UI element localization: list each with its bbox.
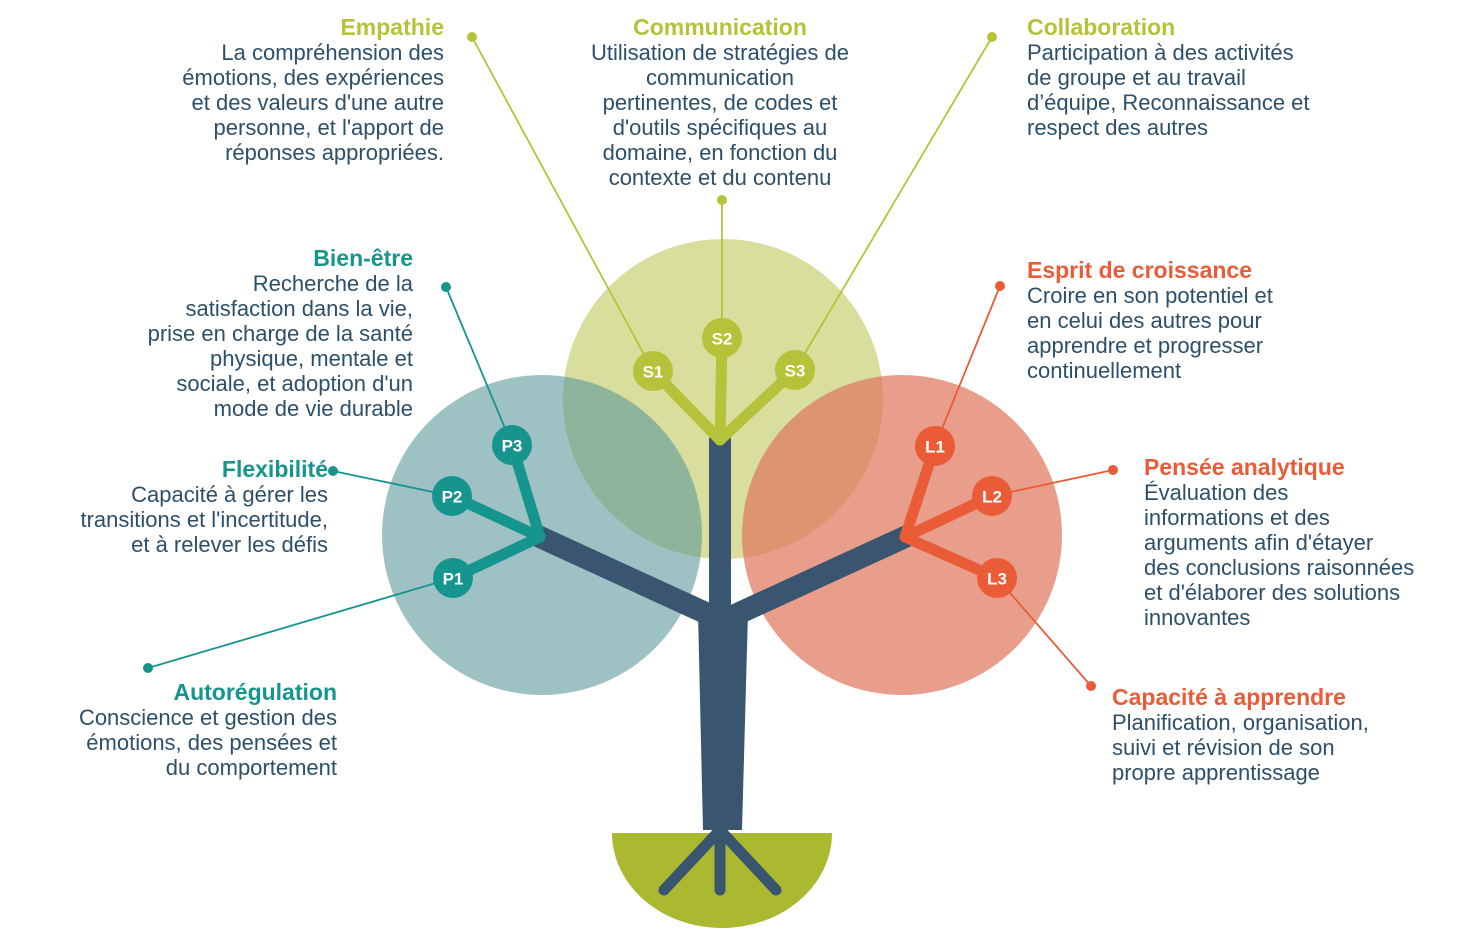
autoregulation-description: Conscience et gestion des émotions, des …: [7, 705, 337, 780]
svg-text:L1: L1: [925, 438, 945, 457]
pensee-line: Évaluation des: [1144, 480, 1289, 505]
flexibilite-line: transitions et l'incertitude,: [80, 507, 328, 532]
empathie-line: réponses appropriées.: [225, 140, 444, 165]
capacite-label: Capacité à apprendre Planification, orga…: [1112, 684, 1452, 785]
collaboration-line: respect des autres: [1027, 115, 1208, 140]
flexibilite-description: Capacité à gérer les transitions et l'in…: [0, 482, 328, 557]
collaboration-title: Collaboration: [1027, 14, 1176, 40]
autoregulation-label: Autorégulation Conscience et gestion des…: [7, 679, 337, 780]
node-p1: P1: [433, 558, 473, 598]
node-p3: P3: [492, 425, 532, 465]
esprit-line: Croire en son potentiel et: [1027, 283, 1273, 308]
empathie-line: émotions, des expériences: [182, 65, 444, 90]
esprit-description: Croire en son potentiel et en celui des …: [1027, 283, 1367, 383]
svg-text:S1: S1: [643, 363, 664, 382]
flexibilite-line: Capacité à gérer les: [131, 482, 328, 507]
collaboration-line: de groupe et au travail: [1027, 65, 1246, 90]
collaboration-line: d’équipe, Reconnaissance et: [1027, 90, 1310, 115]
empathie-line: personne, et l'apport de: [213, 115, 444, 140]
empathie-line: et des valeurs d'une autre: [191, 90, 444, 115]
svg-text:P3: P3: [502, 437, 523, 456]
capacite-line: Planification, organisation,: [1112, 710, 1369, 735]
communication-line: pertinentes, de codes et: [602, 90, 838, 115]
esprit-title: Esprit de croissance: [1027, 257, 1252, 283]
pensee-line: arguments afin d'étayer: [1144, 530, 1374, 555]
bien-etre-label: Bien-être Recherche de la satisfaction d…: [73, 245, 413, 421]
pensee-label: Pensée analytique Évaluation des informa…: [1144, 454, 1464, 630]
capacite-line: suivi et révision de son: [1112, 735, 1335, 760]
bien-etre-line: physique, mentale et: [209, 346, 413, 371]
endpoint-dots: [143, 32, 1118, 691]
communication-line: d'outils spécifiques au: [612, 115, 828, 140]
capacite-title: Capacité à apprendre: [1112, 684, 1346, 710]
pensee-line: et d'élaborer des solutions: [1144, 580, 1401, 605]
bien-etre-line: satisfaction dans la vie,: [185, 296, 413, 321]
communication-line: communication: [646, 65, 794, 90]
node-p2: P2: [432, 476, 472, 516]
autoregulation-line: du comportement: [165, 755, 337, 780]
capacite-description: Planification, organisation, suivi et ré…: [1112, 710, 1452, 785]
esprit-line: apprendre et progresser: [1027, 333, 1264, 358]
bien-etre-title: Bien-être: [313, 245, 413, 271]
node-s1: S1: [633, 351, 673, 391]
bien-etre-line: mode de vie durable: [213, 396, 413, 421]
svg-text:S2: S2: [712, 330, 733, 349]
tree-trunk: [529, 429, 916, 896]
collaboration-label: Collaboration Participation à des activi…: [1027, 14, 1387, 140]
pensee-line: des conclusions raisonnées: [1144, 555, 1415, 580]
bien-etre-description: Recherche de la satisfaction dans la vie…: [73, 271, 413, 421]
autoregulation-line: Conscience et gestion des: [78, 705, 337, 730]
empathie-title: Empathie: [340, 14, 444, 40]
node-s2: S2: [702, 318, 742, 358]
communication-label: Communication Utilisation de stratégies …: [540, 14, 900, 190]
pensee-line: informations et des: [1144, 505, 1330, 530]
node-l2: L2: [972, 476, 1012, 516]
bien-etre-line: sociale, et adoption d'un: [176, 371, 413, 396]
communication-line: contexte et du contenu: [608, 165, 832, 190]
communication-line: domaine, en fonction du: [602, 140, 838, 165]
capacite-line: propre apprentissage: [1112, 760, 1320, 785]
flexibilite-line: et à relever les défis: [131, 532, 328, 557]
empathie-description: La compréhension des émotions, des expér…: [144, 40, 444, 165]
esprit-label: Esprit de croissance Croire en son poten…: [1027, 257, 1367, 383]
autoregulation-title: Autorégulation: [173, 679, 337, 705]
node-l3: L3: [977, 558, 1017, 598]
svg-text:P2: P2: [442, 488, 463, 507]
collaboration-description: Participation à des activités de groupe …: [1027, 40, 1387, 140]
leader-lines: [147, 36, 1114, 687]
pensee-title: Pensée analytique: [1144, 454, 1345, 480]
node-l1: L1: [915, 426, 955, 466]
communication-line: Utilisation de stratégies de: [590, 40, 850, 65]
communication-title: Communication: [633, 14, 807, 40]
flexibilite-title: Flexibilité: [221, 456, 328, 482]
bien-etre-line: prise en charge de la santé: [147, 321, 413, 346]
autoregulation-line: émotions, des pensées et: [86, 730, 337, 755]
esprit-line: en celui des autres pour: [1027, 308, 1262, 333]
communication-description: Utilisation de stratégies de communicati…: [540, 40, 900, 190]
collaboration-line: Participation à des activités: [1027, 40, 1294, 65]
flexibilite-label: Flexibilité Capacité à gérer les transit…: [0, 456, 328, 557]
empathie-label: Empathie La compréhension des émotions, …: [144, 14, 444, 165]
svg-text:L3: L3: [987, 570, 1007, 589]
bien-etre-line: Recherche de la: [252, 271, 413, 296]
pensee-line: innovantes: [1144, 605, 1251, 630]
empathie-line: La compréhension des: [221, 40, 444, 65]
svg-text:L2: L2: [982, 488, 1002, 507]
svg-text:P1: P1: [443, 570, 464, 589]
node-s3: S3: [775, 350, 815, 390]
pensee-description: Évaluation des informations et des argum…: [1144, 480, 1464, 630]
esprit-line: continuellement: [1027, 358, 1182, 383]
svg-text:S3: S3: [785, 362, 806, 381]
